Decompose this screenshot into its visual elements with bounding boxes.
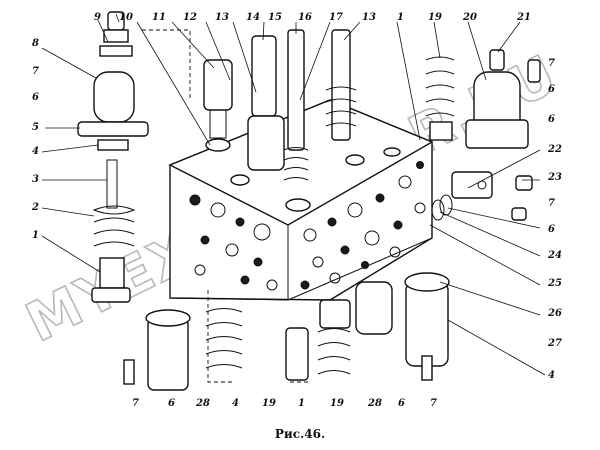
left-solenoid-assembly [77, 11, 149, 303]
top-valve-cartridges [203, 29, 357, 181]
callout-1-bottom: 1 [298, 398, 305, 409]
callout-3: 3 [32, 174, 39, 185]
callout-19-bottom-left: 19 [262, 398, 276, 409]
callout-27: 27 [547, 338, 562, 349]
callout-28-left: 28 [195, 398, 210, 409]
callout-19-bottom: 19 [330, 398, 344, 409]
side-fitting-assembly [431, 171, 533, 221]
callout-1-left: 1 [32, 230, 39, 241]
valve-body [168, 99, 434, 301]
callout-6-right-lower: 6 [548, 224, 555, 235]
callout-6-right: 6 [548, 114, 555, 125]
callout-7-right-top: 7 [548, 58, 555, 69]
callout-23: 23 [547, 172, 562, 183]
callout-2: 2 [31, 202, 39, 213]
callout-21: 21 [516, 12, 531, 23]
callout-7-right: 7 [548, 198, 555, 209]
callout-5: 5 [32, 122, 39, 133]
callout-9: 9 [94, 12, 101, 23]
callout-6-bottom-left: 6 [168, 398, 175, 409]
callout-16: 16 [298, 12, 312, 23]
callout-14: 14 [246, 12, 260, 23]
callout-28-right: 28 [367, 398, 382, 409]
callout-7-bottom-left: 7 [132, 398, 139, 409]
right-solenoid-assembly [425, 49, 541, 149]
callout-17: 17 [329, 12, 343, 23]
callout-8: 8 [32, 38, 39, 49]
callout-12: 12 [183, 12, 197, 23]
callout-6-left: 6 [32, 92, 39, 103]
callout-4-left: 4 [32, 146, 39, 157]
callout-4-bottom: 4 [232, 398, 239, 409]
callout-20: 20 [462, 12, 477, 23]
callout-6-bottom-right: 6 [398, 398, 405, 409]
callout-11: 11 [152, 12, 166, 23]
callout-7-left: 7 [32, 66, 39, 77]
callout-7-bottom-right: 7 [430, 398, 437, 409]
callout-13-second: 13 [362, 12, 376, 23]
callout-24: 24 [547, 250, 562, 261]
bottom-cartridges [123, 272, 450, 391]
figure-caption: Рис.46. [275, 427, 325, 441]
callout-22: 22 [547, 144, 562, 155]
callout-10: 10 [119, 12, 133, 23]
callout-6-right-top: 6 [548, 84, 555, 95]
callout-4-right: 4 [548, 370, 555, 381]
callout-26: 26 [547, 308, 562, 319]
leader-lines [41, 13, 546, 376]
callout-13: 13 [215, 12, 229, 23]
callout-19-top: 19 [428, 12, 442, 23]
callout-25: 25 [547, 278, 562, 289]
callout-15: 15 [268, 12, 282, 23]
callout-1-top: 1 [397, 12, 404, 23]
